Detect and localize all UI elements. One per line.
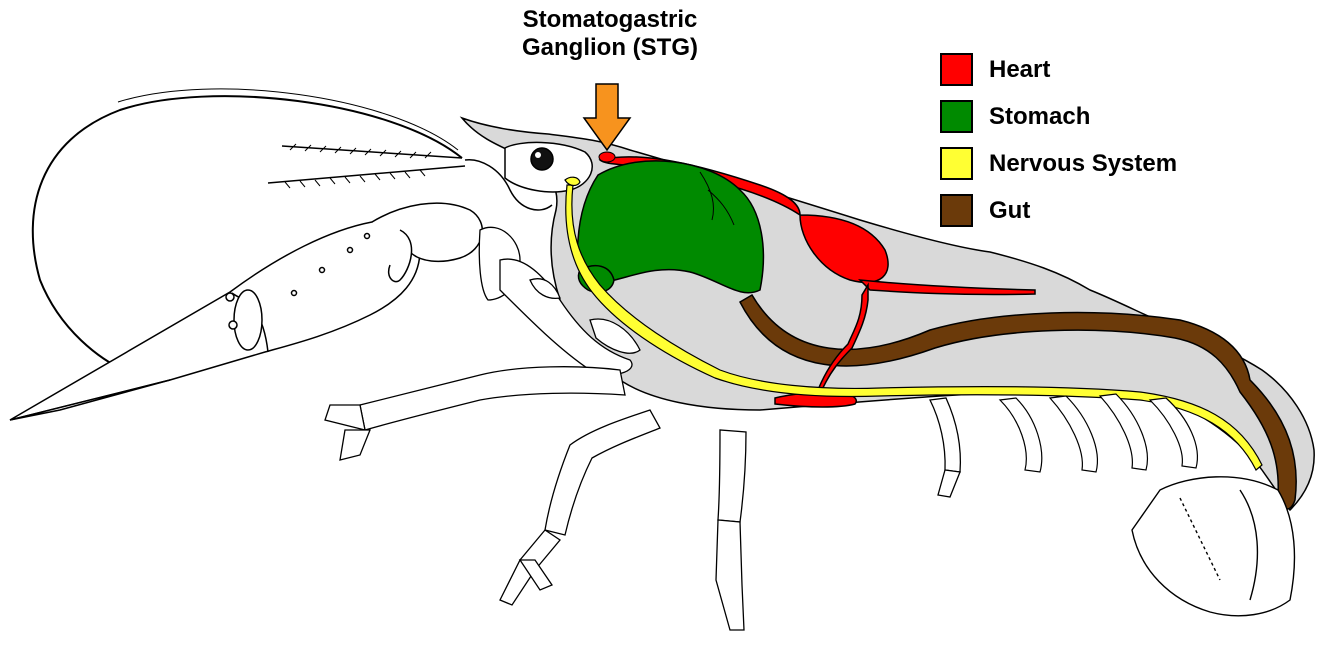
legend-swatch [940,53,973,86]
antenna-inner [118,89,458,150]
walking-leg-4 [930,398,960,497]
legend-swatch [940,147,973,180]
walking-leg-3 [716,430,746,630]
legend-swatch [940,194,973,227]
legend-item: Heart [940,52,1177,87]
tail-fan [1132,477,1294,616]
legend-item: Nervous System [940,146,1177,181]
swimmerets [1000,394,1197,472]
callout-line-2: Ganglion (STG) [470,34,750,62]
walking-leg-2 [500,410,660,605]
eye [531,148,553,170]
stg-callout: Stomatogastric Ganglion (STG) [470,6,750,62]
legend-swatch [940,100,973,133]
claw [10,203,482,420]
antennules [268,144,465,188]
stg-ganglion [599,152,615,162]
legend-item: Stomach [940,99,1177,134]
legend-item: Gut [940,193,1177,228]
legend-label: Nervous System [989,150,1177,178]
callout-line-1: Stomatogastric [470,6,750,34]
legend-label: Heart [989,56,1050,84]
legend-label: Stomach [989,103,1090,131]
legend-label: Gut [989,197,1030,225]
